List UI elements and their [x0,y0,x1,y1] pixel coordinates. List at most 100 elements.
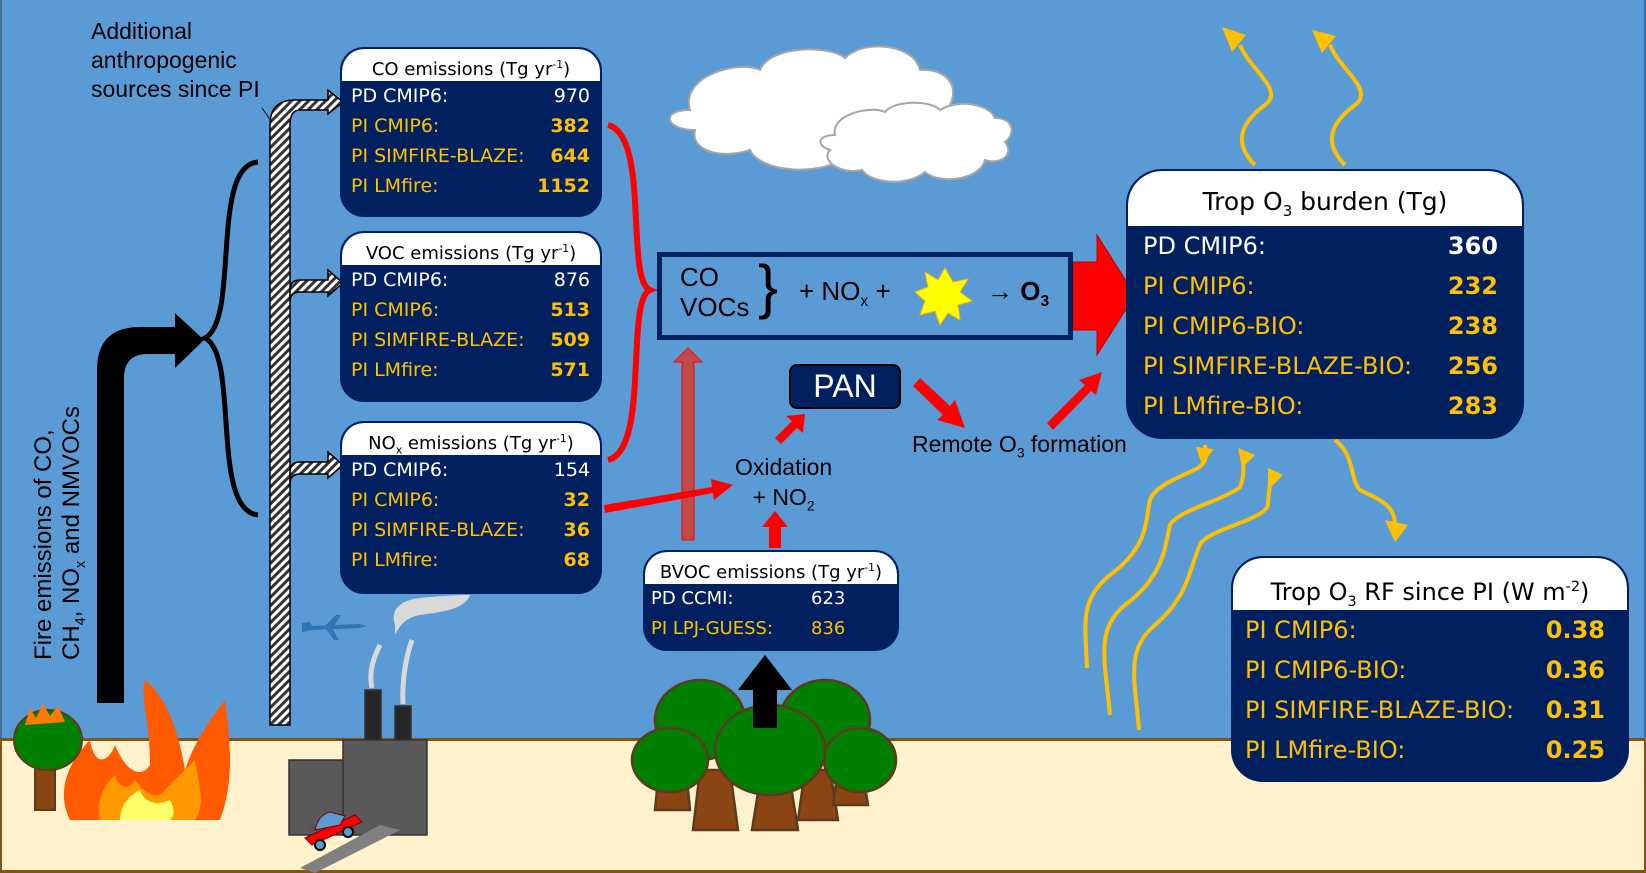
reaction-product: → O3 [987,276,1049,311]
table-row: PD CMIP6: 154 [342,455,600,485]
wave-arrowhead [1238,448,1255,468]
table-row: PI LMfire: 68 [342,545,600,575]
row-label: PI LMfire-BIO: [1143,392,1304,420]
remote-to-burden-arrow [1047,372,1102,430]
burden-title: Trop O3 burden (Tg) [1128,171,1522,226]
voc-emissions-box: VOC emissions (Tg yr-1) PD CMIP6:876 PI … [340,231,602,402]
curly-brace-fire [199,159,259,518]
title-text: Trop O [1202,187,1283,216]
row-label: PI SIMFIRE-BLAZE-BIO: [1245,696,1515,724]
nox-emissions-title: NOx emissions (Tg yr-1) [342,423,600,457]
cloud-icon [819,101,1013,183]
title-text: RF since PI (W m [1356,578,1566,606]
title-sub: 3 [1347,593,1357,610]
wave-arrowhead [1196,447,1214,465]
car-icon [300,811,400,873]
wave-arrowhead [1222,27,1246,52]
bvoc-emissions-title: BVOC emissions (Tg yr-1) [645,552,897,584]
title-text: ) [563,59,571,80]
row-label: PI SIMFIRE-BLAZE: [351,329,525,351]
table-row: PI CMIP6:513 [342,295,600,325]
row-value: 283 [1447,392,1498,420]
row-label: PI CMIP6: [351,489,440,511]
product-sub: 3 [1040,293,1050,311]
fire-label-sub: 4 [72,617,89,626]
table-row: PD CMIP6:876 [342,265,600,295]
row-label: PI SIMFIRE-BLAZE: [351,145,525,167]
sun-icon [914,267,974,327]
row-value: 970 [553,85,590,107]
oxidation-text: + NO [752,484,807,510]
row-label: PI SIMFIRE-BLAZE: [351,519,525,541]
remote-text: formation [1024,431,1127,457]
table-row: PI LMfire:571 [342,355,600,385]
row-value: 0.36 [1545,656,1605,684]
row-value: 232 [1447,272,1498,300]
oxidation-line2: + NO2 [735,482,832,522]
title-text: ) [569,243,577,264]
oxidation-label: Oxidation + NO2 [735,452,832,522]
nox-sub: x [860,293,869,311]
row-label: PD CMIP6: [351,459,449,481]
row-value: 836 [811,618,846,639]
reaction-nox: + NOx + [799,276,891,311]
anthropogenic-label-line: Additional [91,18,193,44]
row-label: PI CMIP6-BIO: [1143,312,1305,340]
red-arrow-to-burden [1072,233,1136,357]
title-text: ) [1580,578,1590,606]
row-value: 256 [1447,352,1498,380]
reactant-vocs: VOCs [680,292,750,322]
table-row: PI SIMFIRE-BLAZE: 644 [342,141,600,171]
row-label: PI LMfire: [351,549,439,571]
co-emissions-box: CO emissions (Tg yr-1) PD CMIP6: 970 PI C… [340,47,602,217]
table-row: PI CMIP6:382 [342,111,600,141]
co-emissions-title: CO emissions (Tg yr-1) [342,49,600,81]
row-label: PI CMIP6: [351,299,440,321]
table-row: PI SIMFIRE-BLAZE-BIO:256 [1128,346,1522,386]
title-sup: -1 [558,242,570,255]
title-text: VOC emissions (Tg yr [365,243,559,264]
bvoc-emissions-box: BVOC emissions (Tg yr-1) PD CCMI:623 PI … [643,550,899,651]
table-row: PI CMIP6:232 [1128,266,1522,306]
row-label: PD CMIP6: [351,269,449,291]
oxidation-to-pan-arrow [775,414,805,444]
title-text: ) [566,433,574,454]
product-o3: O [1020,276,1041,306]
nox-text: + NO [799,276,861,306]
row-value: 571 [550,359,590,381]
title-text: BVOC emissions (Tg yr [659,562,865,583]
row-value: 382 [550,115,590,137]
table-row: PI SIMFIRE-BLAZE-BIO:0.31 [1233,690,1627,730]
anthropogenic-label-leader [261,107,273,123]
row-label: PI LPJ-GUESS: [651,618,774,639]
row-value: 0.25 [1545,736,1605,764]
pan-to-remote-arrow [913,378,965,428]
remote-text: Remote O [912,431,1017,457]
bvoc-to-oxidation-arrow [762,511,788,548]
trees-to-bvoc-arrow-overlay [738,655,792,728]
reaction-brace: } [758,253,779,320]
row-value: 36 [563,519,590,541]
row-value: 68 [563,549,590,571]
reaction-box [657,252,1073,340]
reactant-co: CO [680,262,719,292]
row-label: PI CMIP6-BIO: [1245,656,1407,684]
wave-arrowhead [1385,520,1408,542]
row-value: 509 [550,329,590,351]
nox-emissions-box: NOx emissions (Tg yr-1) PD CMIP6: 154 PI … [340,421,602,594]
rf-title: Trop O3 RF since PI (W m-2) [1233,558,1627,610]
row-label: PI LMfire-BIO: [1245,736,1406,764]
reaction-reactants: CO VOCs [680,262,749,322]
wave-arrowhead [1312,30,1336,53]
row-value: 644 [550,145,590,167]
row-label: PD CMIP6: [351,85,449,107]
title-sub: 3 [1282,202,1293,220]
anthropogenic-label-line: anthropogenic [91,47,237,73]
fire-label-text: , NO [58,567,85,618]
fire-label-line1: Fire emissions of CO, [30,429,57,660]
remote-o3-formation-label: Remote O3 formation [912,431,1127,461]
table-row: PI LMfire:1152 [342,171,600,201]
row-value: 623 [811,588,846,609]
row-value: 154 [553,459,590,481]
trop-o3-rf-box: Trop O3 RF since PI (W m-2) PI CMIP6:0.3… [1231,556,1629,782]
